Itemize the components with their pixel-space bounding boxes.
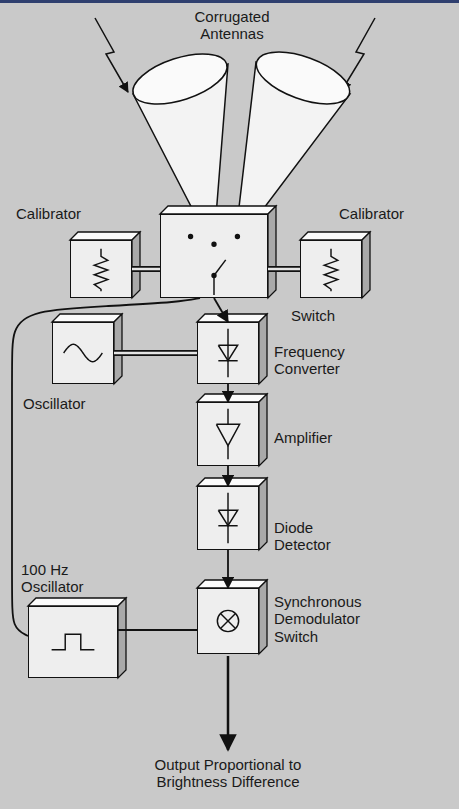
sw-symbol	[189, 235, 240, 296]
switch-box: Switch	[160, 214, 268, 298]
symbol	[301, 241, 361, 297]
res-symbol	[94, 249, 108, 291]
box-top-face	[197, 394, 267, 402]
detector-box: Diode Detector	[197, 486, 259, 550]
box-top-face	[300, 232, 370, 240]
signal-wire	[228, 466, 229, 486]
sine-symbol	[64, 344, 103, 361]
diode-symbol	[218, 329, 237, 377]
waveguide	[268, 269, 300, 270]
waveguide-outer	[132, 266, 160, 272]
waveguide-inner	[132, 268, 160, 271]
signal-wire	[214, 298, 228, 322]
box-top-face	[70, 232, 140, 240]
symbol	[198, 487, 258, 549]
signal-wire	[228, 550, 229, 588]
box-top-face	[160, 206, 276, 214]
box-side-face	[132, 232, 140, 298]
symbol	[198, 589, 258, 653]
part-label: Calibrator	[339, 205, 449, 222]
part-label: Diode Detector	[274, 519, 364, 554]
symbol	[71, 241, 131, 297]
wire-path	[214, 298, 228, 322]
part-label: Amplifier	[274, 429, 374, 446]
calibrator-box: Calibrator	[70, 240, 132, 298]
oscillator-box: 100 Hz Oscillator	[28, 606, 118, 678]
part-label: Oscillator	[23, 395, 123, 412]
output-label: Output Proportional to Brightness Differ…	[128, 756, 328, 791]
box-side-face	[268, 206, 276, 298]
radiation-ray	[95, 18, 128, 92]
antenna-label: Corrugated Antennas	[172, 8, 292, 43]
wire-path	[227, 466, 229, 486]
output-arrow	[227, 656, 230, 750]
signal-wire	[228, 384, 229, 402]
waveguide-outer	[268, 266, 300, 272]
part-label: Switch	[291, 307, 371, 324]
wire-path	[227, 550, 229, 588]
oscillator-box: Oscillator	[52, 322, 114, 384]
wire-path	[12, 298, 200, 636]
symbol	[198, 403, 258, 465]
box-top-face	[197, 478, 267, 486]
box-side-face	[118, 598, 126, 678]
box-top-face	[197, 314, 267, 322]
symbol	[161, 215, 267, 297]
res-symbol	[324, 249, 338, 291]
box-top-face	[28, 598, 126, 606]
corrugated-antenna	[127, 44, 233, 216]
box-side-face	[259, 478, 267, 550]
sq-symbol	[52, 634, 95, 650]
signal-wire	[118, 630, 197, 631]
symbol	[53, 323, 113, 383]
box-top-face	[197, 580, 267, 588]
wire-path	[227, 384, 229, 402]
part-label: Calibrator	[16, 205, 126, 222]
calibrator-box: Calibrator	[300, 240, 362, 298]
diode-symbol	[218, 493, 237, 543]
part-label: Synchronous Demodulator Switch	[274, 593, 394, 645]
box-side-face	[259, 314, 267, 384]
part-label: 100 Hz Oscillator	[21, 561, 111, 596]
box-side-face	[259, 394, 267, 466]
box-top-face	[52, 314, 122, 322]
waveguide	[132, 269, 160, 270]
part-label: Frequency Converter	[274, 343, 374, 378]
waveguide-outer	[114, 350, 197, 356]
amp-symbol	[216, 409, 239, 459]
demodulator-box: Synchronous Demodulator Switch	[197, 588, 259, 654]
radiation-ray	[342, 18, 375, 90]
x-symbol	[217, 610, 238, 631]
waveguide-inner	[114, 352, 197, 355]
corrugated-antenna	[238, 42, 356, 216]
box-side-face	[114, 314, 122, 384]
frequency-converter-box: Frequency Converter	[197, 322, 259, 384]
top-border	[0, 0, 459, 3]
box-side-face	[362, 232, 370, 298]
waveguide	[114, 353, 197, 354]
amplifier-box: Amplifier	[197, 402, 259, 466]
signal-wire	[12, 298, 200, 636]
box-side-face	[259, 580, 267, 654]
waveguide-inner	[268, 268, 300, 271]
symbol	[198, 323, 258, 383]
wire-path	[118, 629, 197, 631]
symbol	[29, 607, 117, 677]
